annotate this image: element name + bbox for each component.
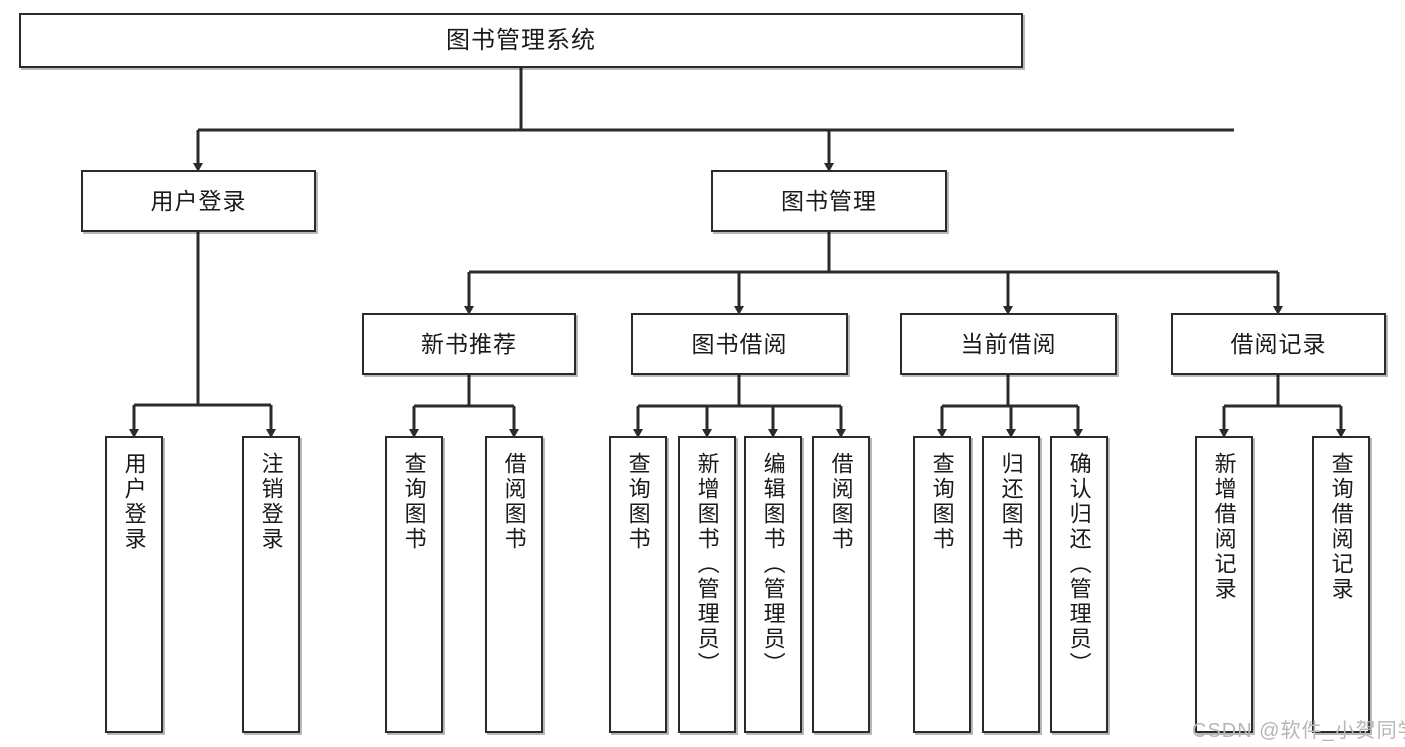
- node-label: 用户登录: [121, 452, 147, 552]
- leaf-borrow-edit-book-admin[interactable]: 编辑图书（管理员）: [744, 436, 802, 733]
- node-label: 归还图书: [998, 452, 1024, 552]
- node-book-management[interactable]: 图书管理: [711, 170, 947, 232]
- node-label: 图书管理系统: [446, 26, 596, 54]
- leaf-user-login[interactable]: 用户登录: [105, 436, 163, 733]
- node-new-book-recommend[interactable]: 新书推荐: [362, 313, 576, 375]
- node-label: 新增图书（管理员）: [694, 452, 720, 677]
- leaf-current-query-book[interactable]: 查询图书: [913, 436, 971, 733]
- node-label: 图书管理: [781, 187, 877, 214]
- watermark: CSDN @软件_小贺同学: [1192, 720, 1405, 742]
- leaf-current-confirm-return-admin[interactable]: 确认归还（管理员）: [1050, 436, 1108, 733]
- leaf-borrow-borrow-book[interactable]: 借阅图书: [812, 436, 870, 733]
- node-label: 当前借阅: [960, 330, 1057, 357]
- node-label: 注销登录: [258, 452, 284, 552]
- node-label: 借阅图书: [501, 452, 527, 552]
- node-label: 借阅记录: [1230, 330, 1327, 357]
- node-label: 查询图书: [625, 452, 651, 552]
- node-label: 借阅图书: [828, 452, 854, 552]
- leaf-record-add-record[interactable]: 新增借阅记录: [1195, 436, 1253, 733]
- node-label: 确认归还（管理员）: [1066, 452, 1092, 677]
- node-root-system[interactable]: 图书管理系统: [19, 13, 1023, 68]
- leaf-record-query-record[interactable]: 查询借阅记录: [1312, 436, 1370, 733]
- node-label: 用户登录: [150, 187, 247, 214]
- node-label: 新书推荐: [421, 330, 517, 357]
- node-label: 查询借阅记录: [1328, 452, 1354, 602]
- node-label: 图书借阅: [691, 330, 788, 357]
- leaf-user-logout[interactable]: 注销登录: [242, 436, 300, 733]
- node-user-login[interactable]: 用户登录: [81, 170, 316, 232]
- leaf-borrow-query-book[interactable]: 查询图书: [609, 436, 667, 733]
- node-label: 编辑图书（管理员）: [760, 452, 786, 677]
- node-borrow-record[interactable]: 借阅记录: [1171, 313, 1386, 375]
- leaf-recommend-query-book[interactable]: 查询图书: [385, 436, 443, 733]
- node-label: 新增借阅记录: [1211, 452, 1237, 602]
- leaf-recommend-borrow-book[interactable]: 借阅图书: [485, 436, 543, 733]
- leaf-current-return-book[interactable]: 归还图书: [982, 436, 1040, 733]
- leaf-borrow-add-book-admin[interactable]: 新增图书（管理员）: [678, 436, 736, 733]
- node-book-borrow[interactable]: 图书借阅: [631, 313, 848, 375]
- node-label: 查询图书: [929, 452, 955, 552]
- node-current-borrow[interactable]: 当前借阅: [900, 313, 1117, 375]
- node-label: 查询图书: [401, 452, 427, 552]
